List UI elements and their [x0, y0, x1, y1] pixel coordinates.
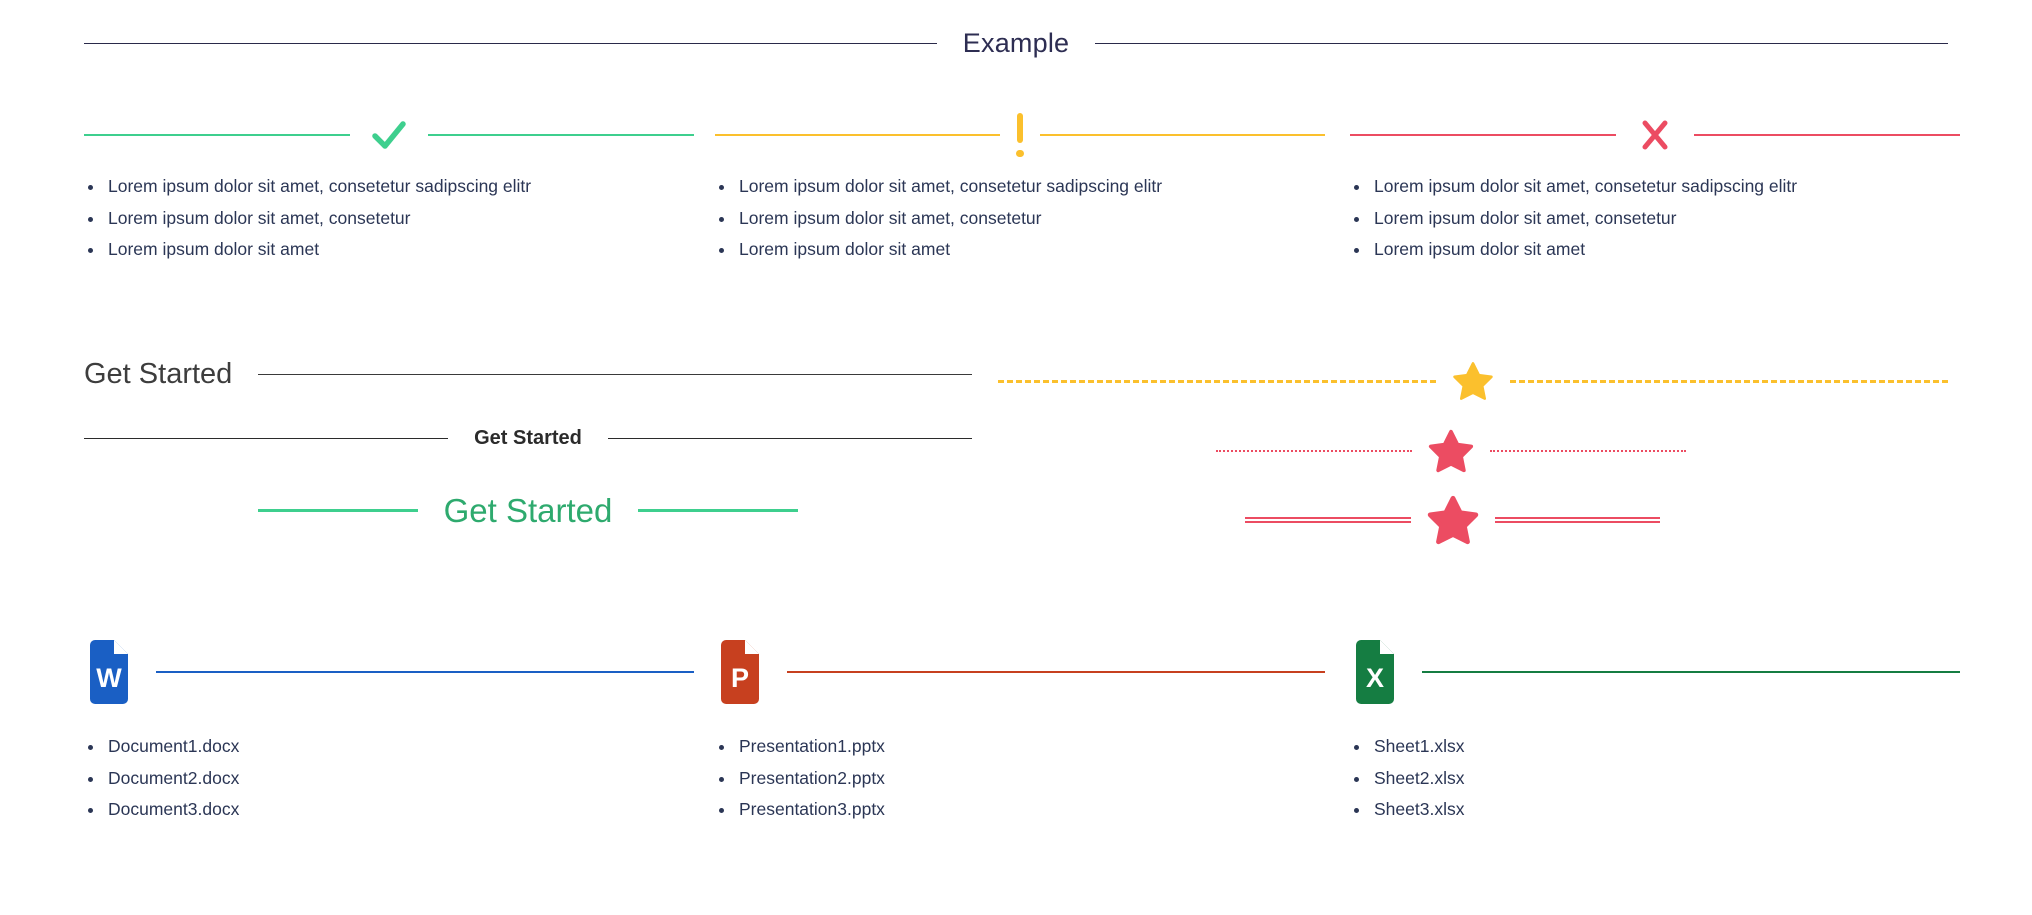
divider-line-right [787, 671, 1325, 673]
exclamation-icon [1000, 112, 1040, 158]
divider-line-right [258, 374, 972, 375]
star-icon [1412, 428, 1490, 474]
example-title: Example [962, 28, 1070, 58]
divider-line-right [1494, 517, 1660, 523]
divider-line-right [1694, 134, 1960, 136]
exclamation-bar [1016, 112, 1024, 143]
list-item: Lorem ipsum dolor sit amet, consetetur [1350, 209, 1960, 228]
star-icon [1436, 360, 1510, 402]
powerpoint-document-icon: P [715, 640, 765, 704]
powerpoint-file-divider: P [715, 640, 1325, 704]
svg-text:W: W [96, 663, 122, 693]
divider-line-right [428, 134, 694, 136]
star-divider-dashed [998, 360, 1948, 402]
divider-line-left [715, 134, 1001, 136]
list-item: Lorem ipsum dolor sit amet, consetetur s… [715, 177, 1325, 196]
list-item: Document3.docx [84, 800, 694, 819]
divider-line-right [156, 671, 694, 673]
word-file-divider: W [84, 640, 694, 704]
divider-line-left [84, 437, 449, 439]
file-divider-row: W P X [0, 640, 2032, 704]
excel-file-divider: X [1350, 640, 1960, 704]
status-bullet-row: Lorem ipsum dolor sit amet, consetetur s… [0, 177, 2032, 273]
divider-line-right [607, 437, 972, 439]
list-item: Lorem ipsum dolor sit amet, consetetur [84, 209, 694, 228]
svg-text:P: P [731, 663, 749, 693]
word-document-icon: W [84, 640, 134, 704]
divider-line-left [1216, 450, 1412, 452]
get-started-divider-bold: Get Started [84, 428, 972, 448]
excel-document-icon: X [1350, 640, 1400, 704]
star-divider-dotted [1216, 428, 1686, 474]
status-divider-row [0, 112, 2032, 158]
svg-text:X: X [1366, 663, 1384, 693]
divider-line-right [1490, 450, 1686, 452]
divider-line-right [1095, 43, 1949, 44]
powerpoint-file-list: Presentation1.pptx Presentation2.pptx Pr… [715, 737, 1325, 833]
excel-file-list: Sheet1.xlsx Sheet2.xlsx Sheet3.xlsx [1350, 737, 1960, 833]
error-bullet-list: Lorem ipsum dolor sit amet, consetetur s… [1350, 177, 1960, 273]
list-item: Presentation2.pptx [715, 769, 1325, 788]
file-bullet-row: Document1.docx Document2.docx Document3.… [0, 737, 2032, 833]
divider-line-right [1422, 671, 1960, 673]
word-file-list: Document1.docx Document2.docx Document3.… [84, 737, 694, 833]
close-x-icon [1616, 112, 1694, 158]
divider-line-left [1245, 517, 1411, 523]
error-divider [1350, 112, 1960, 158]
list-item: Lorem ipsum dolor sit amet, consetetur s… [1350, 177, 1960, 196]
star-icon [1411, 494, 1495, 546]
divider-line-left [1350, 134, 1616, 136]
divider-line-right [1039, 134, 1325, 136]
list-item: Sheet3.xlsx [1350, 800, 1960, 819]
list-item: Lorem ipsum dolor sit amet, consetetur s… [84, 177, 694, 196]
divider-line-left [257, 509, 418, 512]
divider-line-left [84, 43, 937, 44]
get-started-divider-left: Get Started [84, 360, 972, 389]
star-divider-double [1245, 494, 1660, 546]
warning-divider [715, 112, 1325, 158]
example-header-divider: Example [84, 28, 1949, 58]
list-item: Document2.docx [84, 769, 694, 788]
list-item: Presentation3.pptx [715, 800, 1325, 819]
check-icon [350, 112, 428, 158]
list-item: Lorem ipsum dolor sit amet, consetetur [715, 209, 1325, 228]
success-divider [84, 112, 694, 158]
divider-line-left [998, 379, 1436, 383]
get-started-divider-green: Get Started [84, 494, 972, 527]
divider-line-right [1510, 379, 1948, 383]
divider-line-left [84, 134, 350, 136]
get-started-label: Get Started [443, 492, 613, 529]
list-item: Document1.docx [84, 737, 694, 756]
get-started-label: Get Started [474, 427, 582, 449]
list-item: Presentation1.pptx [715, 737, 1325, 756]
list-item: Lorem ipsum dolor sit amet [1350, 240, 1960, 259]
list-item: Sheet2.xlsx [1350, 769, 1960, 788]
warning-bullet-list: Lorem ipsum dolor sit amet, consetetur s… [715, 177, 1325, 273]
success-bullet-list: Lorem ipsum dolor sit amet, consetetur s… [84, 177, 694, 273]
list-item: Lorem ipsum dolor sit amet [84, 240, 694, 259]
divider-line-right [638, 509, 799, 512]
list-item: Lorem ipsum dolor sit amet [715, 240, 1325, 259]
exclamation-dot [1016, 149, 1024, 158]
list-item: Sheet1.xlsx [1350, 737, 1960, 756]
get-started-label: Get Started [84, 358, 233, 390]
